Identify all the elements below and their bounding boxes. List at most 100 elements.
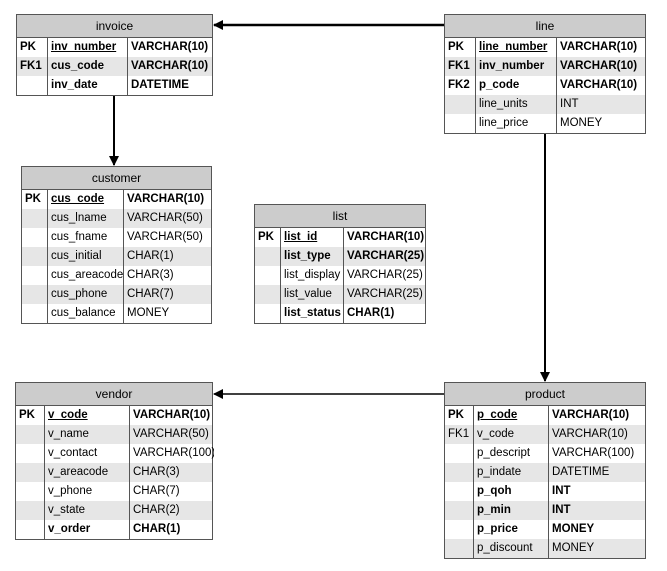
table-title: vendor xyxy=(16,383,212,406)
column-divider xyxy=(123,189,124,323)
table-row: p_descript VARCHAR(100) xyxy=(445,444,645,463)
column-divider xyxy=(47,189,48,323)
key-cell xyxy=(16,501,45,520)
column-type: CHAR(7) xyxy=(127,288,174,300)
column-type: VARCHAR(50) xyxy=(133,428,209,440)
column-type: VARCHAR(50) xyxy=(127,212,203,224)
column-type: CHAR(1) xyxy=(133,523,181,535)
key-cell xyxy=(16,425,45,444)
column-name: v_areacode xyxy=(48,466,109,478)
table-title: customer xyxy=(22,167,211,190)
column-type: INT xyxy=(552,504,571,516)
column-type: VARCHAR(10) xyxy=(560,41,638,53)
column-name: p_descript xyxy=(477,447,531,459)
table-title: line xyxy=(445,15,645,38)
column-divider xyxy=(127,37,128,95)
column-name: p_indate xyxy=(477,466,522,478)
key-cell xyxy=(445,444,474,463)
column-divider xyxy=(473,405,474,558)
column-name: inv_number xyxy=(479,60,545,72)
column-type: CHAR(3) xyxy=(127,269,174,281)
column-type: VARCHAR(10) xyxy=(127,193,205,205)
column-type: VARCHAR(25) xyxy=(347,250,425,262)
column-name: v_order xyxy=(48,523,91,535)
column-name: line_units xyxy=(479,98,528,110)
table-row: p_price MONEY xyxy=(445,520,645,539)
key-cell: FK1 xyxy=(448,428,470,440)
column-divider xyxy=(47,37,48,95)
column-type: DATETIME xyxy=(131,79,189,91)
column-type: CHAR(3) xyxy=(133,466,180,478)
column-type: VARCHAR(25) xyxy=(347,288,423,300)
table-row: cus_phone CHAR(7) xyxy=(22,285,211,304)
key-cell: PK xyxy=(258,231,274,243)
table-title: list xyxy=(255,205,425,228)
column-type: VARCHAR(10) xyxy=(552,428,628,440)
column-type: VARCHAR(10) xyxy=(347,231,425,243)
column-name: cus_initial xyxy=(51,250,102,262)
key-cell: PK xyxy=(20,41,36,53)
key-cell xyxy=(16,520,45,539)
table-title: invoice xyxy=(17,15,212,38)
key-cell xyxy=(22,247,48,266)
column-name: list_id xyxy=(284,231,318,243)
column-name: cus_balance xyxy=(51,307,116,319)
column-type: MONEY xyxy=(127,307,170,319)
table-title: product xyxy=(445,383,645,406)
column-type: VARCHAR(10) xyxy=(560,60,638,72)
column-name: p_price xyxy=(477,523,518,535)
column-type: INT xyxy=(560,98,579,110)
column-name: line_number xyxy=(479,41,548,53)
column-type: VARCHAR(100) xyxy=(133,447,214,459)
column-name: list_value xyxy=(284,288,332,300)
column-type: VARCHAR(10) xyxy=(131,60,209,72)
column-name: cus_areacode xyxy=(51,269,124,281)
column-type: CHAR(7) xyxy=(133,485,180,497)
column-name: v_state xyxy=(48,504,86,516)
key-cell xyxy=(445,114,476,133)
column-type: MONEY xyxy=(552,542,595,554)
key-cell xyxy=(16,482,45,501)
key-cell: PK xyxy=(19,409,35,421)
key-cell xyxy=(22,209,48,228)
column-type: INT xyxy=(552,485,571,497)
column-type: VARCHAR(10) xyxy=(560,79,638,91)
column-type: CHAR(1) xyxy=(347,307,395,319)
column-name: line_price xyxy=(479,117,529,129)
key-cell xyxy=(445,463,474,482)
column-type: VARCHAR(100) xyxy=(552,447,635,459)
column-name: cus_fname xyxy=(51,231,108,243)
key-cell xyxy=(255,266,281,285)
key-cell: FK1 xyxy=(20,60,42,72)
column-divider xyxy=(129,405,130,539)
key-cell xyxy=(255,304,281,323)
table-row: v_order CHAR(1) xyxy=(16,520,212,539)
key-cell: PK xyxy=(448,409,464,421)
key-cell xyxy=(445,95,476,114)
column-name: cus_phone xyxy=(51,288,108,300)
key-cell xyxy=(22,228,48,247)
column-type: CHAR(2) xyxy=(133,504,180,516)
column-type: VARCHAR(50) xyxy=(127,231,203,243)
column-type: MONEY xyxy=(552,523,595,535)
table-row: line_units INT xyxy=(445,95,645,114)
